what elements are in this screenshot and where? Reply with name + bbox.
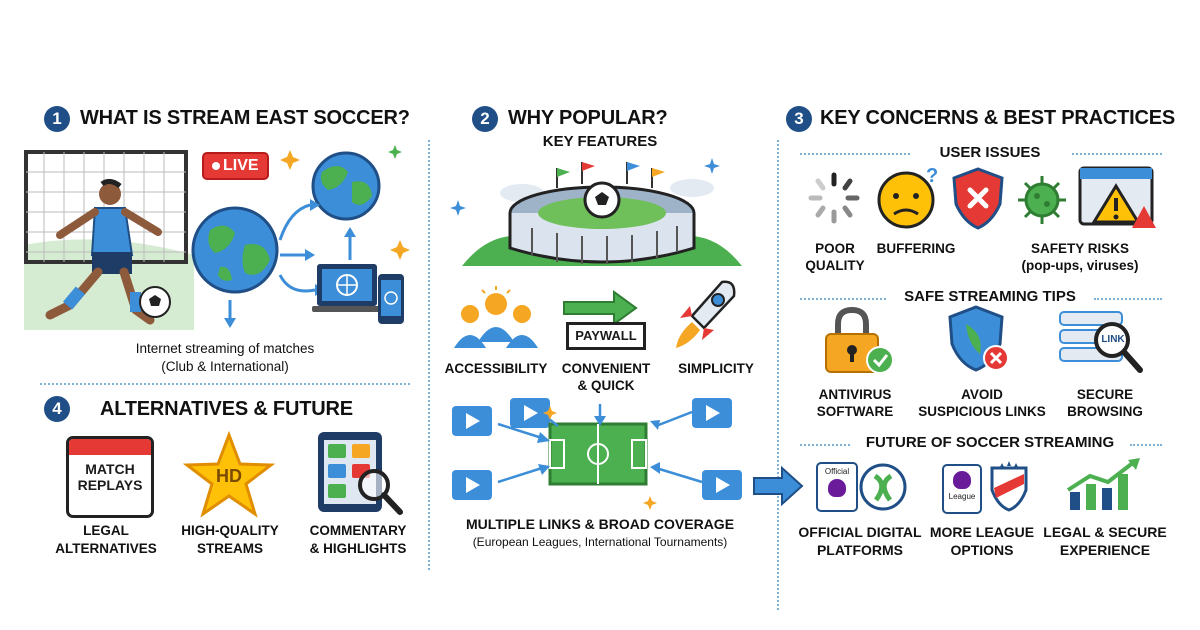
loading-spinner-icon [808,172,860,224]
premier-league-badge: League [942,464,982,514]
s4-item-1-line2: ALTERNATIVES [55,541,157,556]
user-issues-rule-right [1072,153,1162,155]
match-replays-label-line2: REPLAYS [77,477,143,493]
section-4-number: 4 [44,396,70,422]
user-issues-heading: USER ISSUES [939,144,1041,161]
shield-crest-icon [990,461,1028,512]
feature-2-line2: & QUICK [577,378,635,393]
tip-2-line2: SUSPICIOUS LINKS [918,404,1046,419]
flow-arrows [224,199,356,328]
video-play-icons [452,398,742,500]
feature-2-line1: CONVENIENT [561,361,651,376]
league-lion-icon-2 [953,471,971,489]
hd-star-icon [182,430,276,518]
match-replays-calendar-icon: MATCH REPLAYS [66,436,154,518]
laptop-icon [312,264,382,312]
future-3-line2: EXPERIENCE [1059,542,1151,558]
future-2-line1: MORE LEAGUE [929,524,1035,540]
globe-icon-top [311,151,381,221]
convenient-arrow-icon [563,290,638,326]
s4-item-3-line1: COMMENTARY [309,523,407,538]
s4-item-2-line1: HIGH-QUALITY [181,523,279,538]
feature-1-line1: ACCESSIBILITY [444,361,548,376]
browser-warning-icon [1078,166,1156,228]
divider-left [428,140,430,570]
live-badge-label: LIVE [223,157,259,174]
live-dot-icon [212,161,220,170]
section-4-title: ALTERNATIVES & FUTURE [100,398,353,420]
shield-warning-icon [952,167,1004,230]
padlock-icon [825,306,894,374]
coverage-line2: (European Leagues, International Tournam… [472,535,728,549]
future-1-line2: PLATFORMS [816,542,904,558]
tips-heading: SAFE STREAMING TIPS [904,288,1076,305]
sparkle-icons-s1 [280,145,410,260]
section-3-title: KEY CONCERNS & BEST PRACTICES [820,107,1175,129]
svg-text:?: ? [926,165,938,187]
paywall-label: PAYWALL [575,328,637,343]
s4-item-3-line2: & HIGHLIGHTS [309,541,407,556]
divider-s1-s4 [40,383,410,385]
soccer-field-icon [548,422,648,486]
stadium-icon [462,162,742,266]
s4-item-1-line1: LEGAL [83,523,129,538]
growth-chart-icon [1066,458,1140,510]
rocket-icon [676,280,736,348]
user-issues-rule-left [800,153,910,155]
worried-face-icon: ? [877,165,938,229]
tablet-search-icon [318,432,403,515]
soccer-ball-icon [139,286,171,318]
smartphone-icon [378,274,404,324]
accessibility-people-icon [454,286,538,348]
link-search-icon [1059,311,1143,373]
section-1-caption-line1: Internet streaming of matches [135,341,315,356]
section-3-number: 3 [786,106,812,132]
tips-rule-right [1094,298,1162,300]
future-3-line1: LEGAL & SECURE [1043,524,1167,540]
ribbon-crest-icon [859,463,907,511]
tips-rule-left [800,298,886,300]
official-badge-label: Official [824,467,850,476]
s4-item-2-line2: STREAMS [196,541,263,556]
future-rule-left [800,444,850,446]
globe-icon-center [191,206,279,294]
paywall-sign: PAYWALL [566,322,646,350]
tip-1-line2: SOFTWARE [816,404,894,419]
issue-2-line1: BUFFERING [876,241,956,256]
coverage-line1: MULTIPLE LINKS & BROAD COVERAGE [465,516,735,532]
league-badge-label: League [948,492,976,501]
official-league-badge: Official [816,462,858,512]
match-replays-label-line1: MATCH [85,461,135,477]
section-1-title: WHAT IS STREAM EAST SOCCER? [80,107,410,129]
link-tag-label: LINK [1101,334,1125,345]
divider-right [777,140,779,610]
tip-2-line1: AVOID [961,387,1003,402]
section-1-caption-line2: (Club & International) [161,359,289,374]
issue-1-line2: QUALITY [805,258,865,273]
future-heading: FUTURE OF SOCCER STREAMING [865,434,1115,451]
big-arrow-right-icon [753,465,804,507]
live-badge: LIVE [202,152,269,180]
section-2-subtitle: KEY FEATURES [542,133,658,150]
league-lion-icon [828,479,846,497]
issue-3-line2: (pop-ups, viruses) [1021,258,1139,273]
coverage-arrows [497,404,703,510]
soccer-player-icon [45,178,162,325]
issue-1-line1: POOR [815,241,855,256]
issue-3-line1: SAFETY RISKS [1030,241,1130,256]
future-rule-right [1130,444,1162,446]
future-1-line1: OFFICIAL DIGITAL [798,524,922,540]
feature-3-line1: SIMPLICITY [678,361,754,376]
sparkle-icons-s2 [450,158,720,216]
shield-link-icon [948,305,1009,372]
section-2-title: WHY POPULAR? [508,107,668,129]
hd-label: HD [216,466,242,486]
future-2-line2: OPTIONS [950,542,1014,558]
tip-3-line1: SECURE [1076,387,1134,402]
virus-icon [1018,176,1066,224]
section-2-number: 2 [472,106,498,132]
section-1-number: 1 [44,106,70,132]
tip-3-line2: BROWSING [1067,404,1143,419]
tip-1-line1: ANTIVIRUS [818,387,892,402]
